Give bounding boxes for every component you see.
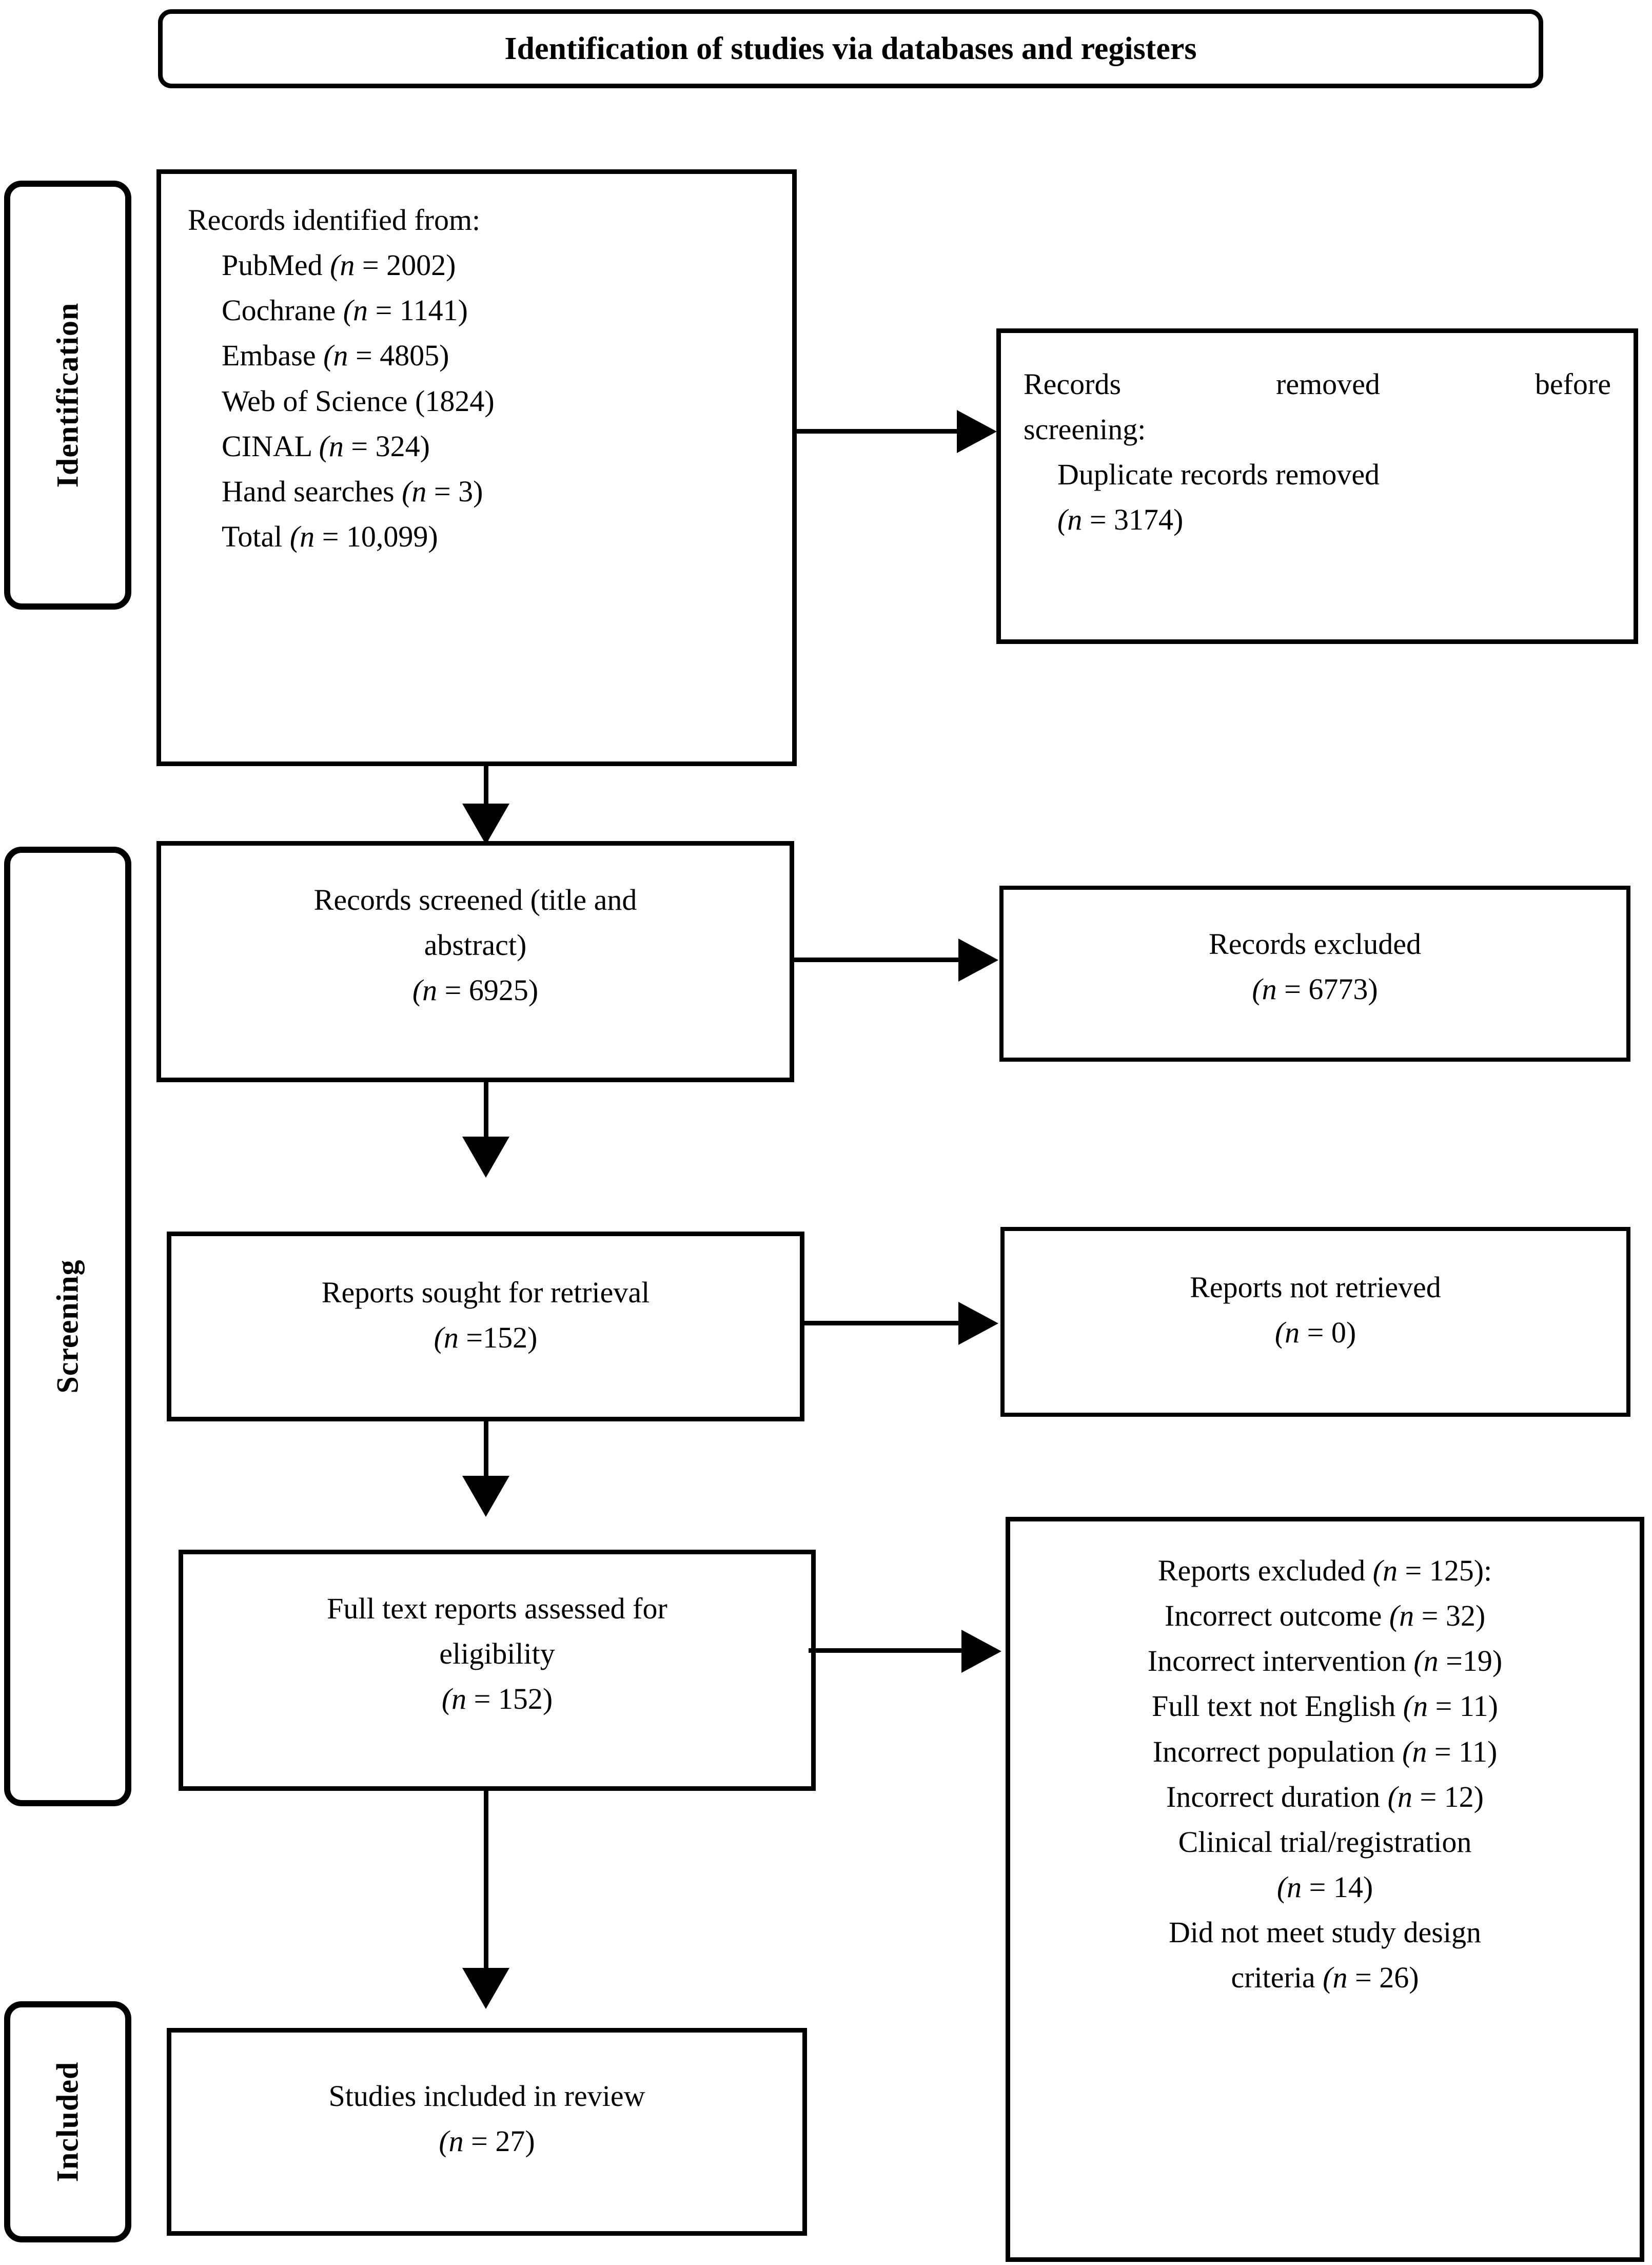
phase-label-identification: Identification xyxy=(50,302,85,488)
n-value-pubmed: = 2002) xyxy=(355,248,456,282)
n-value-duplicates: = 3174) xyxy=(1082,503,1184,537)
source-line-cochrane: Cochrane (n = 1141) xyxy=(222,294,468,327)
records-screened-line-1: Records screened (title and xyxy=(313,883,637,916)
records-identified-heading: Records identified from: xyxy=(188,203,481,237)
n-value-hand-searches: = 3) xyxy=(426,474,483,508)
reports-not-retrieved-line-2: (n = 0) xyxy=(1274,1316,1356,1350)
n-value-not-english: = 11) xyxy=(1428,1689,1498,1723)
reports-not-retrieved-text: Reports not retrieved (n = 0) xyxy=(1005,1231,1626,1413)
connector-sought-to-not-retrieved xyxy=(804,1321,959,1325)
reports-sought-line-2: (n =152) xyxy=(434,1321,538,1355)
arrowhead-sought-to-fulltext xyxy=(462,1476,509,1517)
box-reports-not-retrieved: Reports not retrieved (n = 0) xyxy=(1000,1227,1630,1417)
records-screened-text: Records screened (title and abstract) (n… xyxy=(161,846,790,1078)
arrowhead-fulltext-to-excluded xyxy=(961,1630,1001,1673)
reports-excluded-heading: Reports excluded (n = 125): xyxy=(1157,1554,1492,1587)
reason-study-design: Did not meet study design xyxy=(1169,1916,1481,1949)
records-excluded-text: Records excluded (n = 6773) xyxy=(1004,890,1626,1058)
records-removed-line-4: (n = 3174) xyxy=(1057,503,1184,537)
arrowhead-identified-to-screened xyxy=(462,804,509,845)
box-records-excluded: Records excluded (n = 6773) xyxy=(999,886,1630,1062)
n-value-incorrect-population: = 11) xyxy=(1427,1734,1498,1768)
fulltext-assessed-text: Full text reports assessed for eligibili… xyxy=(183,1554,811,1786)
reports-not-retrieved-line-1: Reports not retrieved xyxy=(1190,1271,1441,1304)
records-screened-line-3: (n = 6925) xyxy=(412,973,539,1007)
arrowhead-fulltext-to-included xyxy=(462,1968,509,2009)
reports-excluded-text: Reports excluded (n = 125): Incorrect ou… xyxy=(1010,1521,1640,2257)
studies-included-line-2: (n = 27) xyxy=(439,2124,535,2158)
reason-clinical-trial-registration: Clinical trial/registration xyxy=(1178,1825,1472,1859)
n-value-cochrane: = 1141) xyxy=(368,294,468,327)
studies-included-line-1: Studies included in review xyxy=(328,2079,645,2113)
source-line-web-of-science: Web of Science (1824) xyxy=(222,384,495,418)
arrowhead-sought-to-not-retrieved xyxy=(958,1302,998,1345)
page-title: Identification of studies via databases … xyxy=(504,31,1197,66)
diagram-title-box: Identification of studies via databases … xyxy=(158,9,1543,88)
records-excluded-line-2: (n = 6773) xyxy=(1252,972,1378,1006)
reports-sought-line-1: Reports sought for retrieval xyxy=(321,1276,650,1309)
reason-study-design-n: criteria (n = 26) xyxy=(1231,1961,1419,1995)
phase-screening: Screening xyxy=(4,847,131,1806)
reason-incorrect-population: Incorrect population (n = 11) xyxy=(1152,1734,1498,1768)
n-value-embase: = 4805) xyxy=(348,339,449,373)
n-value-screened: = 6925) xyxy=(437,973,539,1007)
n-value-cinal: = 324) xyxy=(343,429,430,463)
records-identified-text: Records identified from: PubMed (n = 200… xyxy=(161,174,792,761)
box-fulltext-assessed: Full text reports assessed for eligibili… xyxy=(179,1550,816,1791)
phase-label-screening: Screening xyxy=(50,1259,85,1394)
connector-screened-to-sought xyxy=(484,1082,488,1173)
fulltext-assessed-line-3: (n = 152) xyxy=(441,1682,553,1716)
records-screened-line-2: abstract) xyxy=(424,928,527,962)
phase-label-included: Included xyxy=(50,2061,85,2182)
source-line-total: Total (n = 10,099) xyxy=(222,520,438,554)
connector-fulltext-to-included xyxy=(484,1791,488,1996)
source-line-cinal: CINAL (n = 324) xyxy=(222,429,430,463)
box-studies-included: Studies included in review (n = 27) xyxy=(167,2028,807,2236)
n-value-clinical-trial: = 14) xyxy=(1302,1870,1373,1904)
records-removed-text: Records removed before screening: Duplic… xyxy=(1001,333,1634,639)
n-value-studies-included: = 27) xyxy=(463,2124,535,2158)
studies-included-text: Studies included in review (n = 27) xyxy=(171,2033,802,2231)
n-value-web-of-science: (1824) xyxy=(415,384,495,418)
source-line-embase: Embase (n = 4805) xyxy=(222,339,449,373)
n-value-fulltext: = 152) xyxy=(466,1682,553,1716)
n-value-study-design: = 26) xyxy=(1347,1961,1419,1995)
arrowhead-identified-to-removed xyxy=(957,410,997,453)
box-records-screened: Records screened (title and abstract) (n… xyxy=(156,841,794,1082)
records-excluded-line-1: Records excluded xyxy=(1209,927,1421,961)
connector-fulltext-to-excluded xyxy=(809,1648,962,1653)
connector-identified-to-removed xyxy=(797,429,958,434)
n-value-sought: =152) xyxy=(458,1321,538,1355)
records-removed-line-2: screening: xyxy=(1024,413,1146,446)
reason-incorrect-duration: Incorrect duration (n = 12) xyxy=(1166,1780,1484,1813)
box-reports-sought: Reports sought for retrieval (n =152) xyxy=(167,1232,804,1421)
box-records-removed: Records removed before screening: Duplic… xyxy=(996,328,1638,644)
n-value-records-excluded: = 6773) xyxy=(1276,972,1378,1006)
n-value-not-retrieved: = 0) xyxy=(1300,1316,1356,1350)
fulltext-assessed-line-2: eligibility xyxy=(439,1637,555,1671)
arrowhead-screened-to-excluded xyxy=(958,939,998,982)
reason-full-text-not-english: Full text not English (n = 11) xyxy=(1151,1689,1498,1723)
n-value-incorrect-outcome: = 32) xyxy=(1414,1599,1486,1633)
n-value-total: = 10,099) xyxy=(314,520,438,554)
n-value-incorrect-duration: = 12) xyxy=(1412,1780,1484,1813)
records-removed-line-1: Records removed before xyxy=(1024,367,1611,401)
phase-included: Included xyxy=(4,2001,131,2242)
arrowhead-screened-to-sought xyxy=(462,1137,509,1178)
records-removed-line-3: Duplicate records removed xyxy=(1057,458,1380,492)
connector-sought-to-fulltext xyxy=(484,1421,488,1512)
fulltext-assessed-line-1: Full text reports assessed for xyxy=(327,1592,667,1625)
box-reports-excluded: Reports excluded (n = 125): Incorrect ou… xyxy=(1006,1517,1644,2262)
box-records-identified: Records identified from: PubMed (n = 200… xyxy=(156,169,797,766)
n-value-reports-excluded-total: = 125): xyxy=(1397,1554,1492,1587)
reason-clinical-trial-registration-n: (n = 14) xyxy=(1276,1870,1373,1904)
connector-screened-to-excluded xyxy=(794,958,959,962)
n-value-incorrect-intervention: =19) xyxy=(1438,1644,1503,1678)
source-line-pubmed: PubMed (n = 2002) xyxy=(222,248,456,282)
source-line-hand-searches: Hand searches (n = 3) xyxy=(222,474,483,508)
phase-identification: Identification xyxy=(4,181,131,610)
reports-sought-text: Reports sought for retrieval (n =152) xyxy=(171,1236,800,1417)
reason-incorrect-intervention: Incorrect intervention (n =19) xyxy=(1147,1644,1503,1678)
reason-incorrect-outcome: Incorrect outcome (n = 32) xyxy=(1164,1599,1486,1633)
